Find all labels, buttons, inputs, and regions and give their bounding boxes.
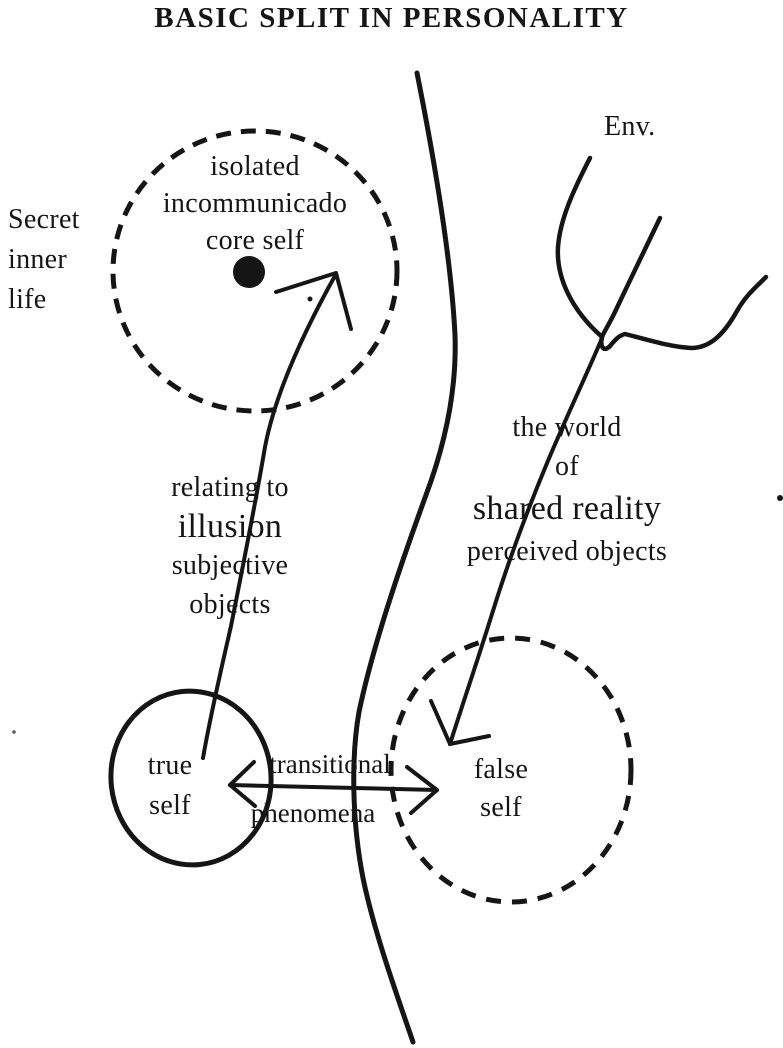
core-self-dot (233, 256, 265, 288)
transitional-label-line2: phenomena (250, 798, 376, 828)
world-line-1: the world (512, 412, 622, 443)
secret-line-2: inner (8, 244, 68, 275)
world-line-3: shared reality (472, 490, 662, 527)
world-line-4: perceived objects (466, 536, 668, 567)
false-self-dashed-circle (388, 635, 634, 905)
core-line-1: isolated (210, 151, 300, 182)
core-self-dashed-circle (110, 128, 400, 414)
relating-line-1: relating to (171, 472, 289, 503)
relating-illusion-label: relating to illusion subjective objects (110, 468, 350, 624)
secret-line-1: Secret (8, 204, 80, 235)
relating-line-4: objects (189, 589, 271, 620)
world-line-2: of (555, 451, 579, 482)
true-self-label: true self (110, 746, 230, 826)
relating-line-2: illusion (177, 508, 283, 545)
true-self-line-1: true (147, 750, 193, 781)
secret-inner-life-label: Secret inner life (8, 200, 80, 320)
stray-dot-core (307, 296, 313, 302)
relating-line-3: subjective (171, 550, 289, 581)
env-to-false-self-arrow (429, 336, 604, 746)
core-line-2: incommunicado (162, 188, 348, 219)
env-branch-left (555, 155, 604, 339)
speck-left-margin (12, 730, 16, 734)
shared-reality-label: the world of shared reality perceived ob… (437, 408, 697, 571)
secret-line-3: life (8, 284, 47, 315)
core-self-label: isolated incommunicado core self (115, 148, 395, 259)
transitional-label-line1: transitional (269, 749, 391, 779)
false-self-label: false self (441, 751, 561, 827)
core-line-3: core self (205, 225, 305, 256)
env-branch-middle (599, 215, 663, 340)
false-self-line-1: false (473, 754, 529, 785)
transitional-phenomena-arrow (228, 760, 439, 815)
environment-label: Env. (604, 111, 656, 142)
diagram-title: BASIC SPLIT IN PERSONALITY (154, 2, 629, 34)
environment-branches (555, 155, 769, 351)
env-branch-right (599, 274, 769, 351)
true-self-to-core-arrow (201, 271, 353, 760)
false-self-line-2: self (480, 792, 522, 823)
speck-right-margin (777, 495, 783, 501)
true-self-circle (108, 688, 274, 868)
split-divider-line (351, 70, 458, 1045)
true-self-line-2: self (149, 790, 191, 821)
